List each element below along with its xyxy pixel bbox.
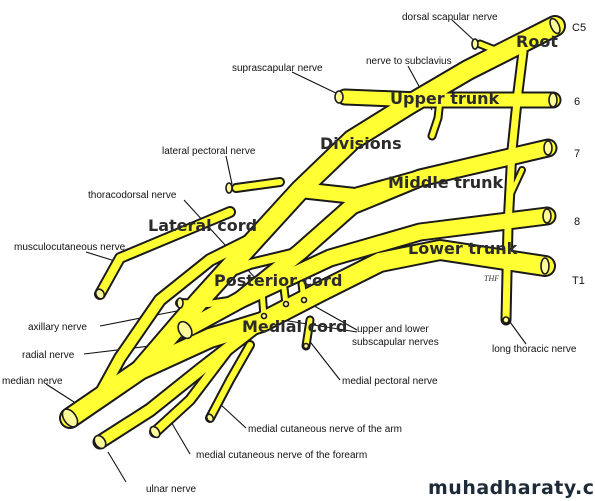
ulnar-branch <box>94 316 268 448</box>
medial-pectoral-branch <box>303 317 313 349</box>
label-ulnar-nerve: ulnar nerve <box>146 484 196 495</box>
label-median-nerve: median nerve <box>2 376 63 387</box>
label-axillary-nerve: axillary nerve <box>28 322 87 333</box>
nerve-labels: dorsal scapular nerve C5 nerve to subcla… <box>2 12 586 495</box>
region-label-lower-trunk: Lower trunk <box>408 239 518 258</box>
label-level-t1: T1 <box>572 275 585 287</box>
leader-long-thoracic <box>509 321 527 345</box>
label-suprascapular-nerve: suprascapular nerve <box>232 63 323 74</box>
region-label-divisions: Divisions <box>320 134 402 153</box>
label-subscapular-nerves: subscapular nerves <box>352 337 439 348</box>
region-label-root: Root <box>516 32 558 51</box>
label-dorsal-scapular-nerve: dorsal scapular nerve <box>402 12 498 23</box>
nerve-cut-ends <box>61 17 561 450</box>
musculocutaneous-branch <box>96 208 234 298</box>
t1-root-end <box>540 257 550 275</box>
suprascapular-root-nerve <box>338 90 560 107</box>
subscapular-end-c <box>300 296 308 304</box>
c6-root-end <box>548 92 558 108</box>
region-label-posterior-cord: Posterior cord <box>214 271 342 290</box>
region-labels: Root Upper trunk Divisions Middle trunk … <box>148 32 558 336</box>
division-connector <box>293 171 427 203</box>
dorsal-scapular-branch <box>477 41 503 55</box>
label-medial-cutaneous-forearm: medial cutaneous nerve of the forearm <box>196 450 367 461</box>
c5-root-end <box>549 17 561 35</box>
subscapular-end-a <box>260 312 268 320</box>
musculocutaneous-end <box>94 288 106 300</box>
label-medial-pectoral-nerve: medial pectoral nerve <box>342 376 438 387</box>
forearm-cutaneous-branch <box>151 346 232 436</box>
arm-cutaneous-branch <box>207 342 253 421</box>
region-label-medial-cord: Medial cord <box>242 317 347 336</box>
axillary-branch <box>177 297 239 307</box>
arm-cutaneous-end <box>205 413 215 423</box>
long-thoracic-end <box>502 316 510 324</box>
artist-initials: THF <box>484 274 499 283</box>
median-nerve-end <box>61 408 79 428</box>
label-level-8: 8 <box>574 216 580 228</box>
leader-suprascapular <box>291 71 341 96</box>
label-c5: C5 <box>572 22 586 34</box>
suprascapular-end <box>334 90 344 104</box>
label-long-thoracic-nerve: long thoracic nerve <box>492 344 577 355</box>
upper-trunk-lateral-cord-nerve <box>131 17 564 379</box>
thoracodorsal-branch <box>226 248 304 276</box>
middle-trunk-posterior-cord-nerve <box>177 140 556 338</box>
lateral-pectoral-branch <box>233 179 283 191</box>
leader-median <box>45 383 75 403</box>
medial-pectoral-end <box>302 342 310 350</box>
label-nerve-to-subclavius: nerve to subclavius <box>366 56 452 67</box>
label-thoracodorsal-nerve: thoracodorsal nerve <box>88 190 177 201</box>
label-level-7: 7 <box>574 148 580 160</box>
region-label-lateral-cord: Lateral cord <box>148 216 257 235</box>
label-level-6: 6 <box>574 96 580 108</box>
subclavius-branch <box>429 97 443 139</box>
ulnar-nerve-end <box>93 434 107 450</box>
long-thoracic-root-twig <box>508 168 524 198</box>
label-upper-and-lower: upper and lower <box>357 324 429 335</box>
leader-ulnar <box>107 451 127 483</box>
label-medial-cutaneous-arm: medial cutaneous nerve of the arm <box>248 424 402 435</box>
region-label-upper-trunk: Upper trunk <box>390 89 500 108</box>
region-label-middle-trunk: Middle trunk <box>388 173 504 192</box>
label-lateral-pectoral-nerve: lateral pectoral nerve <box>162 146 256 157</box>
axillary-nerve-end <box>176 297 184 309</box>
lateral-pectoral-end <box>225 182 233 194</box>
forearm-cutaneous-end <box>149 425 161 439</box>
c7-root-end <box>543 140 553 156</box>
subscapular-twig-a <box>259 289 267 319</box>
leader-lateral-pectoral <box>225 155 233 185</box>
radial-nerve-end <box>177 320 193 340</box>
label-radial-nerve: radial nerve <box>22 350 75 361</box>
leader-forearm-cutaneous <box>169 419 191 455</box>
subscapular-end-b <box>282 300 290 308</box>
eighth-root-nerve <box>232 208 555 308</box>
median-lateral-root <box>75 231 263 419</box>
leader-arm-cutaneous <box>219 403 247 429</box>
c8-root-end <box>542 208 552 224</box>
site-watermark: muhadharaty.com <box>428 477 595 499</box>
nerve-fills <box>61 17 564 448</box>
long-thoracic-nerve <box>502 48 527 324</box>
label-musculocutaneous-nerve: musculocutaneous nerve <box>14 242 126 253</box>
dorsal-scapular-end <box>471 38 479 50</box>
